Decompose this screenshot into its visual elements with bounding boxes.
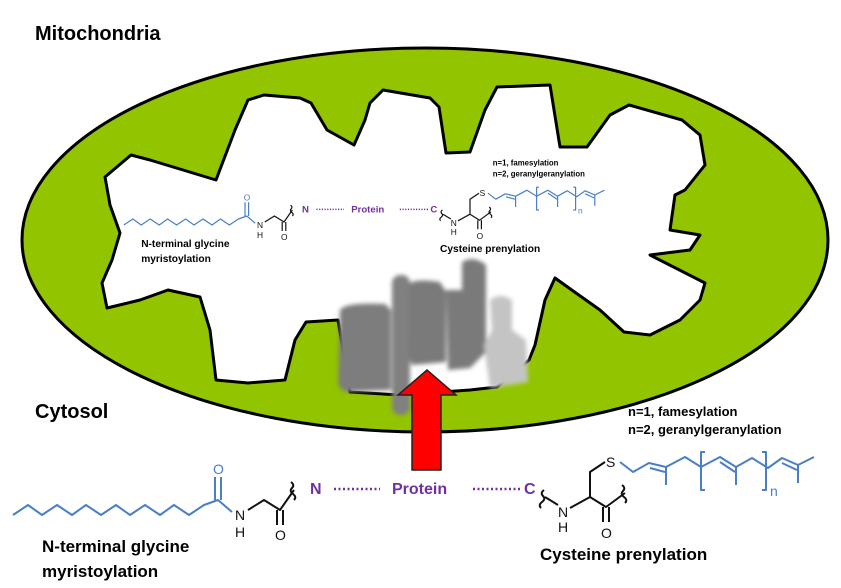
cysteine-backbone [457,192,480,222]
cysteine-bond [544,496,559,506]
wavy-bond [620,484,628,504]
wavy-bond [538,489,546,509]
myristoyl-chain [123,215,256,226]
c-terminus-label: C [524,481,536,498]
myristoylation-label-line1: N-terminal glycine [42,537,189,556]
hydrogen-atom: H [451,227,457,237]
prenyl-double-bond [505,196,516,200]
mitochondria-label: Mitochondria [35,23,161,45]
geranylgeranylation-note: n=2, geranylgeranylation [628,422,782,437]
sulfur-atom: S [480,188,486,198]
nitrogen-atom: N [558,504,568,520]
cytosol-label: Cytosol [35,401,108,423]
nitrogen-atom: N [451,218,457,228]
nitrogen-atom: N [235,507,245,523]
farnesylation-note: n=1, famesylation [628,404,738,419]
prenyl-chain [487,189,605,200]
mitochondrion-cristae-inner-space [100,83,707,397]
repeat-bracket-left [536,186,540,211]
geranylgeranylation-note: n=2, geranylgeranylation [493,169,585,178]
c-terminus-label: C [430,204,437,215]
nitrogen-atom: N [257,220,263,230]
prenyl-double-bond [781,462,798,471]
import-arrow [395,369,459,471]
farnesylation-note: n=1, famesylation [493,159,559,168]
wavy-bond [289,481,297,501]
prenyl-double-bond [584,193,595,199]
wavy-bond [289,204,294,217]
protein-label: Protein [351,204,384,215]
cysteine-backbone [569,461,606,509]
glycine-backbone [247,489,295,511]
oxygen-atom: O [601,525,612,541]
protein-complex [338,259,528,415]
myristoylation-label-line1: N-terminal glycine [141,239,230,250]
prenyl-double-bond [649,467,666,473]
prenyl-double-bond [547,192,558,200]
hydrogen-atom: H [235,524,245,540]
oxygen-atom: O [477,231,484,241]
myristoylation-label-line2: myristoylation [141,254,211,265]
prenyl-chain [619,456,815,473]
oxygen-atom: O [275,527,286,543]
wavy-bond [488,206,493,219]
prenylation-label: Cysteine prenylation [440,244,540,255]
hydrogen-atom: H [257,230,263,240]
oxygen-atom: O [281,232,288,242]
wavy-bond [439,209,444,222]
repeat-bracket-right [762,451,767,491]
oxygen-atom: O [244,192,251,202]
repeat-bracket-right [573,186,577,211]
myristoyl-chain [12,499,233,516]
n-terminus-label: N [310,481,322,498]
sulfur-atom: S [606,454,615,470]
prenylation-label: Cysteine prenylation [540,545,707,564]
n-terminus-label: N [302,204,309,215]
cysteine-bond [442,213,452,220]
prenyl-double-bond [719,461,736,473]
glycine-backbone [264,209,293,223]
oxygen-atom: O [213,461,224,477]
myristoylation-label-line2: myristoylation [42,562,158,581]
repeat-count-label: n [770,483,778,499]
cysteine-backbone [589,492,626,508]
hydrogen-atom: H [558,519,568,535]
cysteine-backbone [469,211,492,221]
cytosolic-lipid-modification-structures: O N H O N Protein C N H O S n n=1, fames… [12,404,815,581]
repeat-count-label: n [578,206,583,216]
repeat-bracket-left [700,451,705,491]
protein-label: Protein [392,481,447,498]
